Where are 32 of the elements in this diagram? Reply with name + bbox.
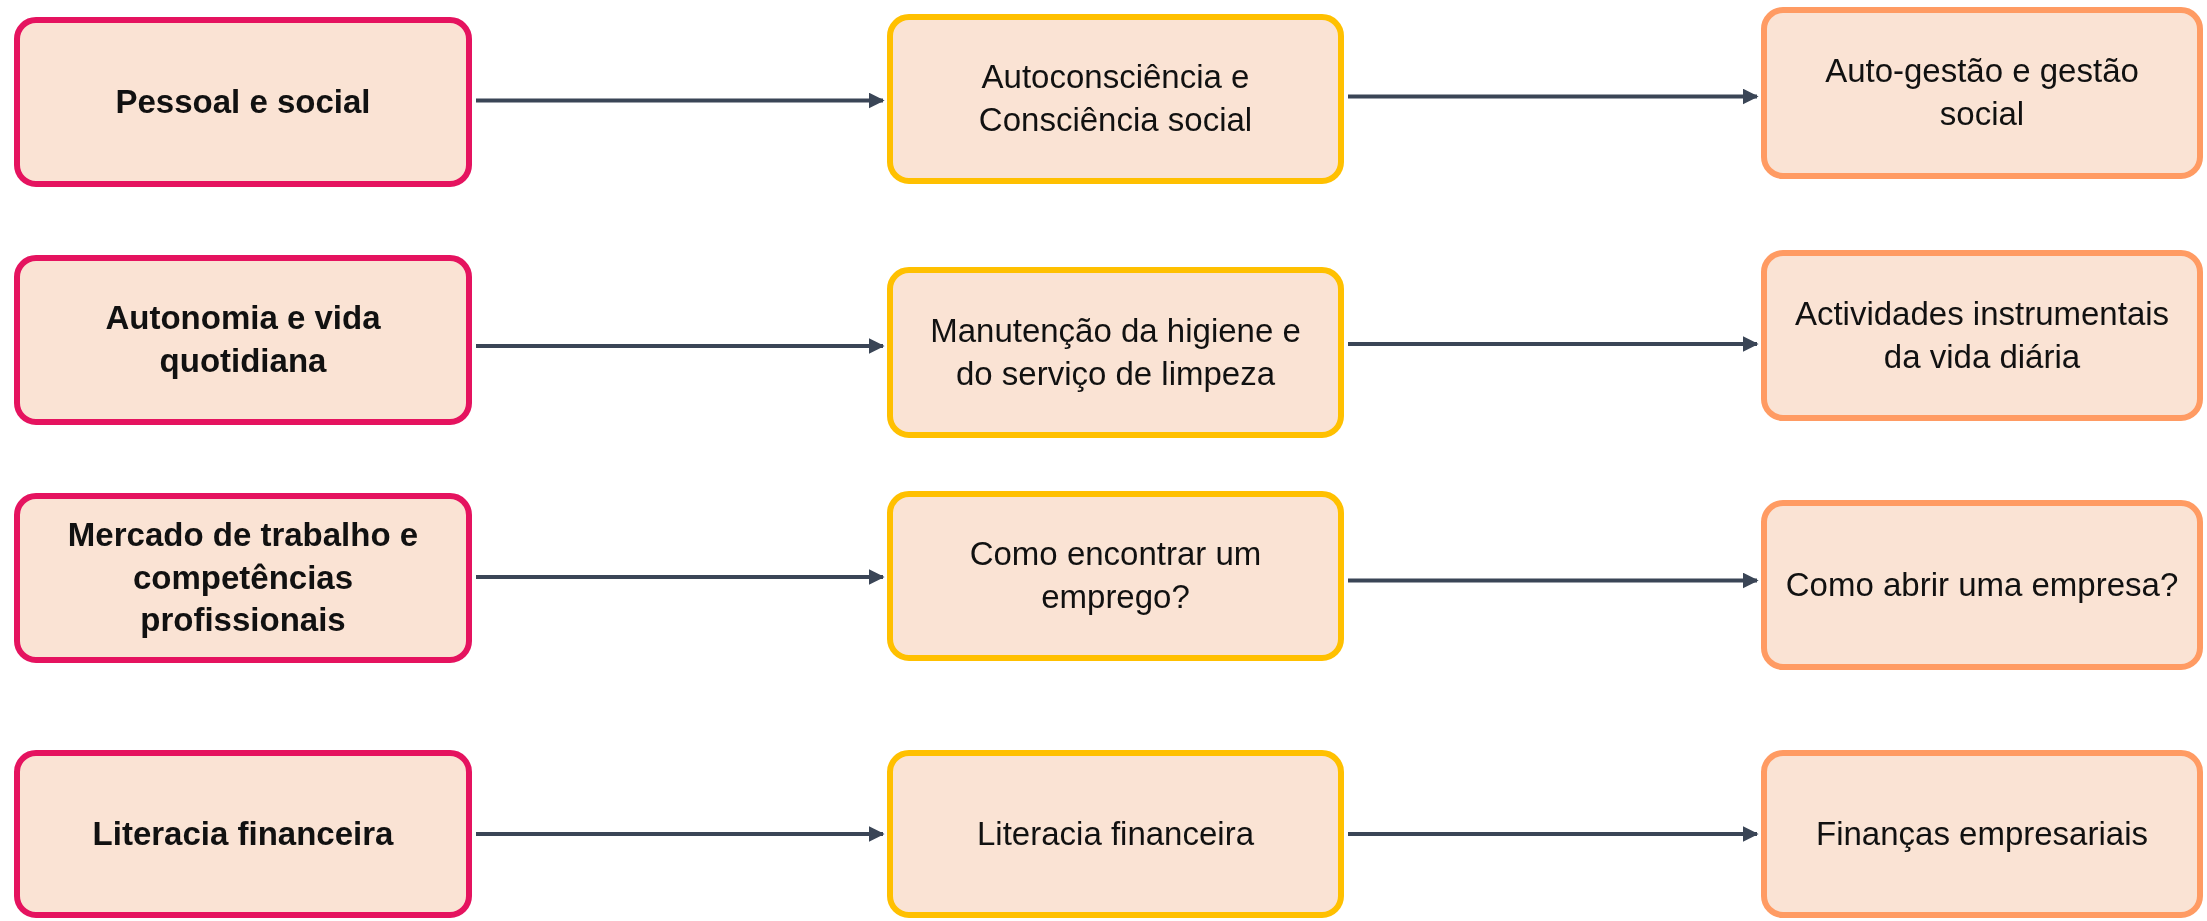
topic-box: [1761, 250, 2203, 421]
topic-box: [887, 750, 1344, 918]
topic-box: [887, 491, 1344, 661]
arrow: [476, 569, 885, 585]
topic-label: Literacia financeira: [92, 813, 394, 854]
topic-label: Mercado de trabalho e competências profissionais: [66, 514, 420, 641]
topic-box: [887, 267, 1344, 438]
topic-box: [14, 17, 472, 187]
topic-label: Literacia financeira: [977, 813, 1254, 854]
topic-label: Auto-gestão e gestão social: [1824, 51, 2140, 134]
arrow: [1348, 826, 1759, 842]
topic-box: [887, 14, 1344, 184]
topic-label: Como abrir uma empresa?: [1785, 564, 2179, 605]
arrow: [476, 92, 885, 109]
topic-label: Autoconsciência e Consciência social: [977, 57, 1254, 140]
arrow: [1348, 572, 1759, 589]
topic-box: [1761, 7, 2203, 179]
topic-label: Como encontrar um emprego?: [968, 534, 1263, 617]
topic-label: Autonomia e vida quotidiana: [104, 298, 382, 381]
topic-label: Pessoal e social: [115, 81, 371, 122]
topic-label: Finanças empresariais: [1816, 813, 2148, 854]
topic-box: [14, 493, 472, 663]
arrow: [476, 338, 885, 354]
arrow: [476, 826, 885, 842]
topic-box: [1761, 500, 2203, 670]
arrow: [1348, 336, 1759, 352]
topic-box: [14, 750, 472, 918]
topic-label: Manutenção da higiene e do serviço de limpeza: [929, 310, 1302, 394]
arrow: [1348, 88, 1759, 105]
topic-box: [1761, 750, 2203, 918]
topic-label: Actividades instrumentais da vida diária: [1793, 293, 2171, 377]
topic-box: [14, 255, 472, 425]
